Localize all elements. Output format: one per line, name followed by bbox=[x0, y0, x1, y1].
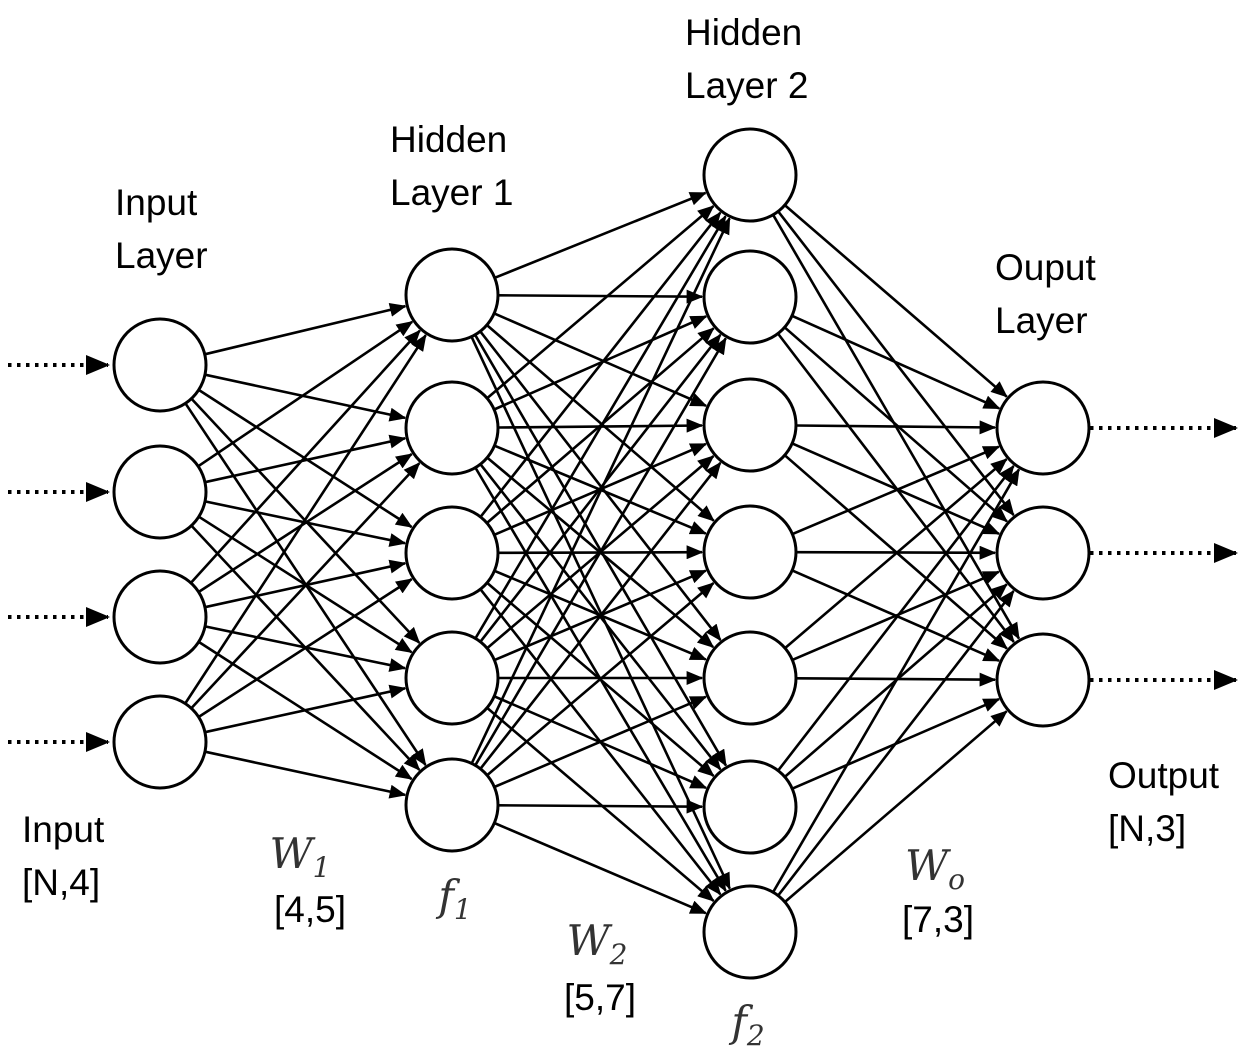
edge-hidden-layer-2-to-output-layer bbox=[784, 458, 1008, 650]
edge-hidden-layer-1-to-hidden-layer-2 bbox=[493, 315, 708, 411]
edge-hidden-layer-1-to-hidden-layer-2 bbox=[493, 821, 708, 915]
wo-weight-label: Wo bbox=[905, 841, 965, 896]
hidden-layer-2-neuron-3 bbox=[702, 377, 798, 473]
edge-hidden-layer-2-to-output-layer bbox=[791, 445, 1001, 536]
hidden-layer-1-neuron-4 bbox=[404, 630, 500, 726]
edge-input-layer-to-hidden-layer-1 bbox=[197, 320, 414, 468]
edges-group bbox=[184, 191, 1021, 915]
edge-hidden-layer-1-to-hidden-layer-2 bbox=[497, 799, 704, 814]
edge-hidden-layer-2-to-output-layer bbox=[791, 570, 1001, 662]
output-layer-neuron-3 bbox=[995, 632, 1091, 728]
hidden-layer-1-neuron-3 bbox=[404, 505, 500, 601]
input-layer-neuron-4 bbox=[112, 694, 208, 790]
edge-hidden-layer-1-to-hidden-layer-2 bbox=[486, 205, 715, 400]
edge-hidden-layer-1-to-hidden-layer-2 bbox=[493, 312, 708, 407]
f1-activation-label: f1 bbox=[435, 871, 471, 926]
hidden-layer-1-neuron-2 bbox=[404, 380, 500, 476]
w1-shape-label: [4,5] bbox=[274, 889, 346, 930]
edge-hidden-layer-2-to-output-layer bbox=[777, 589, 1015, 897]
edge-input-layer-to-hidden-layer-1 bbox=[204, 684, 407, 734]
edge-input-layer-to-hidden-layer-1 bbox=[190, 462, 421, 710]
edge-hidden-layer-1-to-hidden-layer-2 bbox=[486, 706, 715, 902]
output-shape-label: Output[N,3] bbox=[1108, 755, 1220, 849]
output-layer-neuron-1 bbox=[995, 380, 1091, 476]
w2-weight-label: W2 bbox=[567, 916, 628, 971]
wo-shape-label: [7,3] bbox=[902, 899, 974, 940]
hidden-layer-2-neuron-4 bbox=[702, 504, 798, 600]
hidden-layer-1-neuron-1 bbox=[404, 247, 500, 343]
input-layer-neuron-3 bbox=[112, 569, 208, 665]
edge-hidden-layer-2-to-output-layer bbox=[795, 420, 997, 435]
hidden-layer-2-neuron-5 bbox=[702, 630, 798, 726]
input-shape-label: Input[N,4] bbox=[22, 809, 105, 903]
nodes-group bbox=[112, 127, 1091, 980]
input-layer-neuron-2 bbox=[112, 444, 208, 540]
edge-hidden-layer-1-to-hidden-layer-2 bbox=[479, 211, 722, 518]
edge-hidden-layer-2-to-output-layer bbox=[777, 464, 1015, 772]
edge-hidden-layer-2-to-output-layer bbox=[771, 468, 1021, 893]
edge-input-layer-to-hidden-layer-1 bbox=[204, 302, 407, 356]
edge-hidden-layer-2-to-output-layer bbox=[791, 442, 1001, 535]
edge-hidden-layer-2-to-output-layer bbox=[783, 204, 1008, 398]
edge-input-layer-to-hidden-layer-1 bbox=[189, 329, 421, 584]
edge-input-layer-to-hidden-layer-1 bbox=[204, 373, 407, 422]
edge-hidden-layer-1-to-hidden-layer-2 bbox=[479, 333, 722, 643]
edge-hidden-layer-2-to-output-layer bbox=[783, 326, 1008, 523]
output-layer-neuron-2 bbox=[995, 505, 1091, 601]
edge-input-layer-to-hidden-layer-1 bbox=[184, 334, 427, 705]
w1-weight-label: W1 bbox=[270, 829, 331, 884]
edge-input-layer-to-hidden-layer-1 bbox=[204, 434, 407, 484]
edge-hidden-layer-1-to-hidden-layer-2 bbox=[497, 289, 704, 304]
edge-input-layer-to-hidden-layer-1 bbox=[204, 750, 407, 799]
hidden-layer-2-neuron-2 bbox=[702, 249, 798, 345]
edge-hidden-layer-1-to-hidden-layer-2 bbox=[474, 337, 727, 766]
edge-hidden-layer-2-to-output-layer bbox=[784, 710, 1008, 903]
edge-hidden-layer-1-to-hidden-layer-2 bbox=[470, 217, 731, 764]
edge-hidden-layer-1-to-hidden-layer-2 bbox=[486, 582, 715, 777]
w2-shape-label: [5,7] bbox=[564, 977, 636, 1018]
edge-hidden-layer-1-to-hidden-layer-2 bbox=[470, 336, 731, 890]
edge-hidden-layer-1-to-hidden-layer-2 bbox=[474, 215, 727, 640]
input-layer-neuron-1 bbox=[112, 317, 208, 413]
hidden-layer-2-neuron-7 bbox=[702, 884, 798, 980]
edge-hidden-layer-1-to-hidden-layer-2 bbox=[493, 695, 708, 789]
hidden-layer-1-neuron-5 bbox=[404, 757, 500, 853]
edge-hidden-layer-1-to-hidden-layer-2 bbox=[479, 330, 722, 642]
edge-hidden-layer-1-to-hidden-layer-2 bbox=[494, 191, 707, 280]
edge-hidden-layer-1-to-hidden-layer-2 bbox=[479, 461, 722, 770]
io-arrows-group bbox=[8, 355, 1238, 752]
hidden-layer-2-neuron-6 bbox=[702, 759, 798, 855]
edge-input-layer-to-hidden-layer-1 bbox=[197, 453, 413, 594]
edge-hidden-layer-2-to-output-layer bbox=[791, 314, 1001, 410]
hidden-layer-2-neuron-1 bbox=[702, 127, 798, 223]
f2-activation-label: f2 bbox=[728, 997, 764, 1052]
edge-hidden-layer-2-to-output-layer bbox=[795, 672, 997, 687]
edge-input-layer-to-hidden-layer-1 bbox=[197, 578, 413, 719]
